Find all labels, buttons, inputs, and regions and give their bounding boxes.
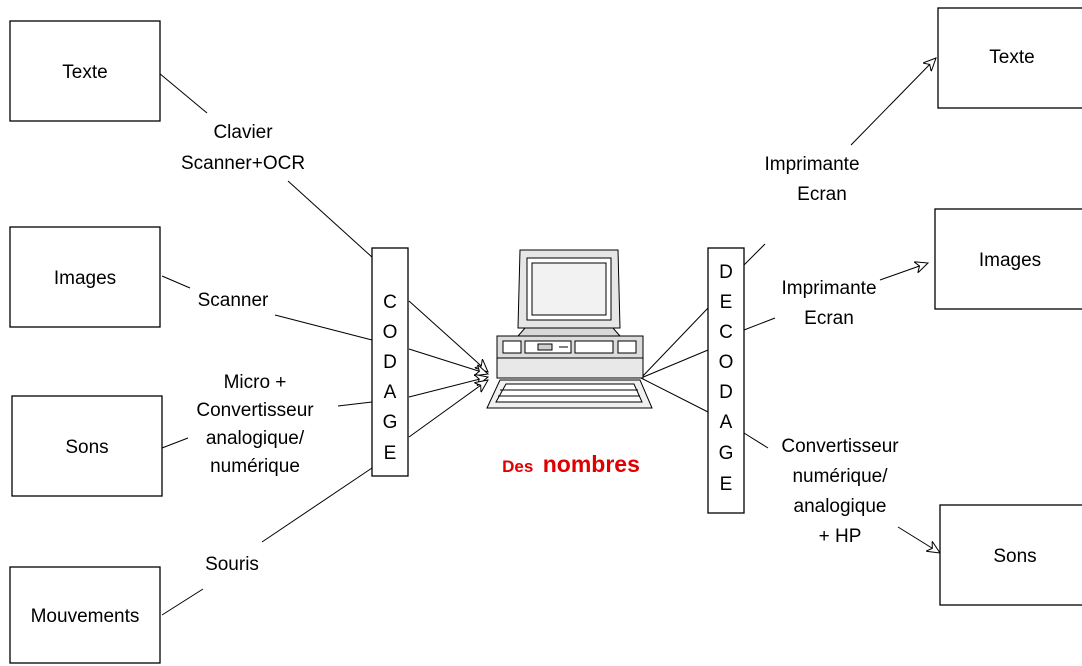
input-device-labels: Clavier Scanner+OCR Scanner Micro + Conv… <box>181 122 314 575</box>
device-convertisseur-out: Convertisseur <box>781 436 899 457</box>
output-sons-label: Sons <box>993 546 1036 567</box>
output-texte-label: Texte <box>989 47 1034 68</box>
input-images-label: Images <box>54 268 116 289</box>
device-numerique-out: numérique/ <box>792 466 888 487</box>
decodage-letter: D <box>719 262 733 283</box>
decodage-letter: O <box>719 352 734 373</box>
device-ecran-texte: Ecran <box>797 184 847 205</box>
decodage-letter: G <box>719 443 734 464</box>
input-box-images <box>9 226 161 328</box>
input-box-mouvements <box>9 566 161 664</box>
input-connectors <box>158 72 374 616</box>
decodage-box: D E C O D A G E <box>707 247 745 514</box>
output-box-sons <box>939 504 1082 606</box>
center-label-big: nombres <box>543 451 640 477</box>
input-mouvements-label: Mouvements <box>31 606 140 627</box>
device-hp: + HP <box>819 526 862 547</box>
input-box-texte <box>9 20 161 122</box>
device-micro: Micro + <box>224 372 287 393</box>
output-boxes: Texte Images Sons <box>934 7 1082 606</box>
device-analogique-out: analogique <box>794 496 887 517</box>
decodage-connectors <box>640 307 709 413</box>
input-sons-label: Sons <box>65 437 108 458</box>
input-box-sons <box>11 395 163 497</box>
input-texte-label: Texte <box>62 62 107 83</box>
device-imprimante-images: Imprimante <box>781 278 876 299</box>
center-label: Des nombres <box>502 451 640 477</box>
codage-letter: A <box>384 382 397 403</box>
device-souris: Souris <box>205 554 259 575</box>
device-numerique-in: numérique <box>210 456 300 477</box>
decodage-letter: E <box>720 474 733 495</box>
decodage-letter: D <box>719 382 733 403</box>
input-boxes: Texte Images Sons Mouvements <box>9 20 163 664</box>
output-arrows <box>743 58 940 553</box>
computer-icon <box>486 249 653 409</box>
decodage-letter: A <box>720 412 733 433</box>
codage-box: C O D A G E <box>371 247 409 477</box>
codage-letter: O <box>383 322 398 343</box>
device-scanner-ocr: Scanner+OCR <box>181 153 305 174</box>
device-analogique-in: analogique/ <box>206 428 305 449</box>
output-images-label: Images <box>979 250 1041 271</box>
output-box-texte <box>937 7 1082 109</box>
device-ecran-images: Ecran <box>804 308 854 329</box>
device-clavier: Clavier <box>213 122 273 143</box>
decodage-letter: C <box>719 322 733 343</box>
center-label-small: Des <box>502 457 533 476</box>
device-convertisseur-in: Convertisseur <box>196 400 314 421</box>
device-scanner: Scanner <box>198 290 269 311</box>
codage-letter: C <box>383 292 397 313</box>
codage-letter: D <box>383 352 397 373</box>
codage-letter: E <box>384 443 397 464</box>
codage-arrows <box>408 300 488 438</box>
codage-letter: G <box>383 412 398 433</box>
output-box-images <box>934 208 1082 310</box>
output-device-labels: Imprimante Ecran Imprimante Ecran Conver… <box>764 154 899 547</box>
decodage-letter: E <box>720 292 733 313</box>
device-imprimante-texte: Imprimante <box>764 154 859 175</box>
